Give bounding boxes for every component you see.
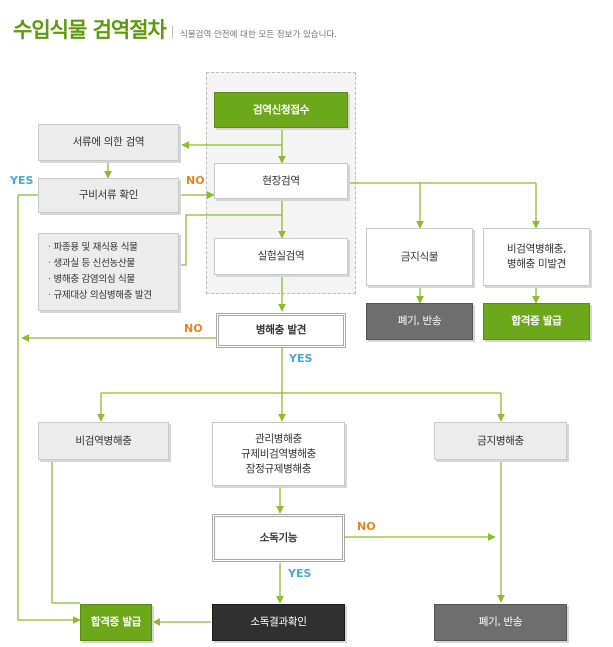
title-divider	[172, 26, 173, 38]
yes-label: YES	[289, 352, 313, 365]
node-pass-certificate-top: 합격증 발급	[483, 303, 590, 340]
node-prohibited-plant: 금지식물	[366, 228, 473, 286]
lab-criteria-list: 파종용 및 재식용 식물 생과실 등 신선농산물 병해충 감염의심 식물 규제대…	[38, 233, 179, 311]
node-non-quarantine-pest-bottom: 비검역병해충	[38, 422, 169, 460]
node-non-quarantine-pest: 비검역병해충, 병해충 미발견	[483, 228, 590, 286]
lab-criteria-item: 규제대상 의심병해충 발견	[48, 288, 178, 304]
node-dispose-return-bottom: 폐기, 반송	[434, 604, 567, 641]
yes-label: YES	[10, 174, 34, 187]
node-lab-inspection: 실험실검역	[214, 238, 348, 275]
lab-criteria-item: 병해충 감염의심 식물	[48, 272, 178, 288]
node-pass-certificate-bottom: 합격증 발급	[80, 604, 152, 641]
node-disinfection-possible: 소독기능	[212, 514, 345, 562]
no-label: NO	[184, 322, 203, 335]
node-prohibited-pest: 금지병해충	[434, 422, 567, 460]
node-dispose-return-top: 폐기, 반송	[366, 303, 473, 340]
node-field-inspection: 현장검역	[214, 163, 348, 199]
no-label: NO	[357, 520, 376, 533]
node-required-documents: 구비서류 확인	[38, 178, 179, 213]
node-application: 검역신청접수	[214, 92, 348, 128]
page-subtitle: 식물검역 안전에 대한 모든 정보가 있습니다.	[180, 30, 337, 40]
lab-criteria-item: 파종용 및 재식용 식물	[48, 240, 178, 256]
node-disinfection-check: 소독결과확인	[212, 604, 345, 641]
yes-label: YES	[288, 567, 312, 580]
no-label: NO	[186, 174, 205, 187]
lab-criteria-item: 생과실 등 신선농산물	[48, 256, 178, 272]
page-title: 수입식물 검역절차	[13, 18, 167, 42]
node-pest-found: 병해충 발견	[216, 313, 346, 348]
node-document-inspection: 서류에 의한 검역	[38, 124, 179, 161]
node-regulated-pests: 관리병해충 규제비검역병해충 잠정규제병해충	[212, 422, 345, 486]
